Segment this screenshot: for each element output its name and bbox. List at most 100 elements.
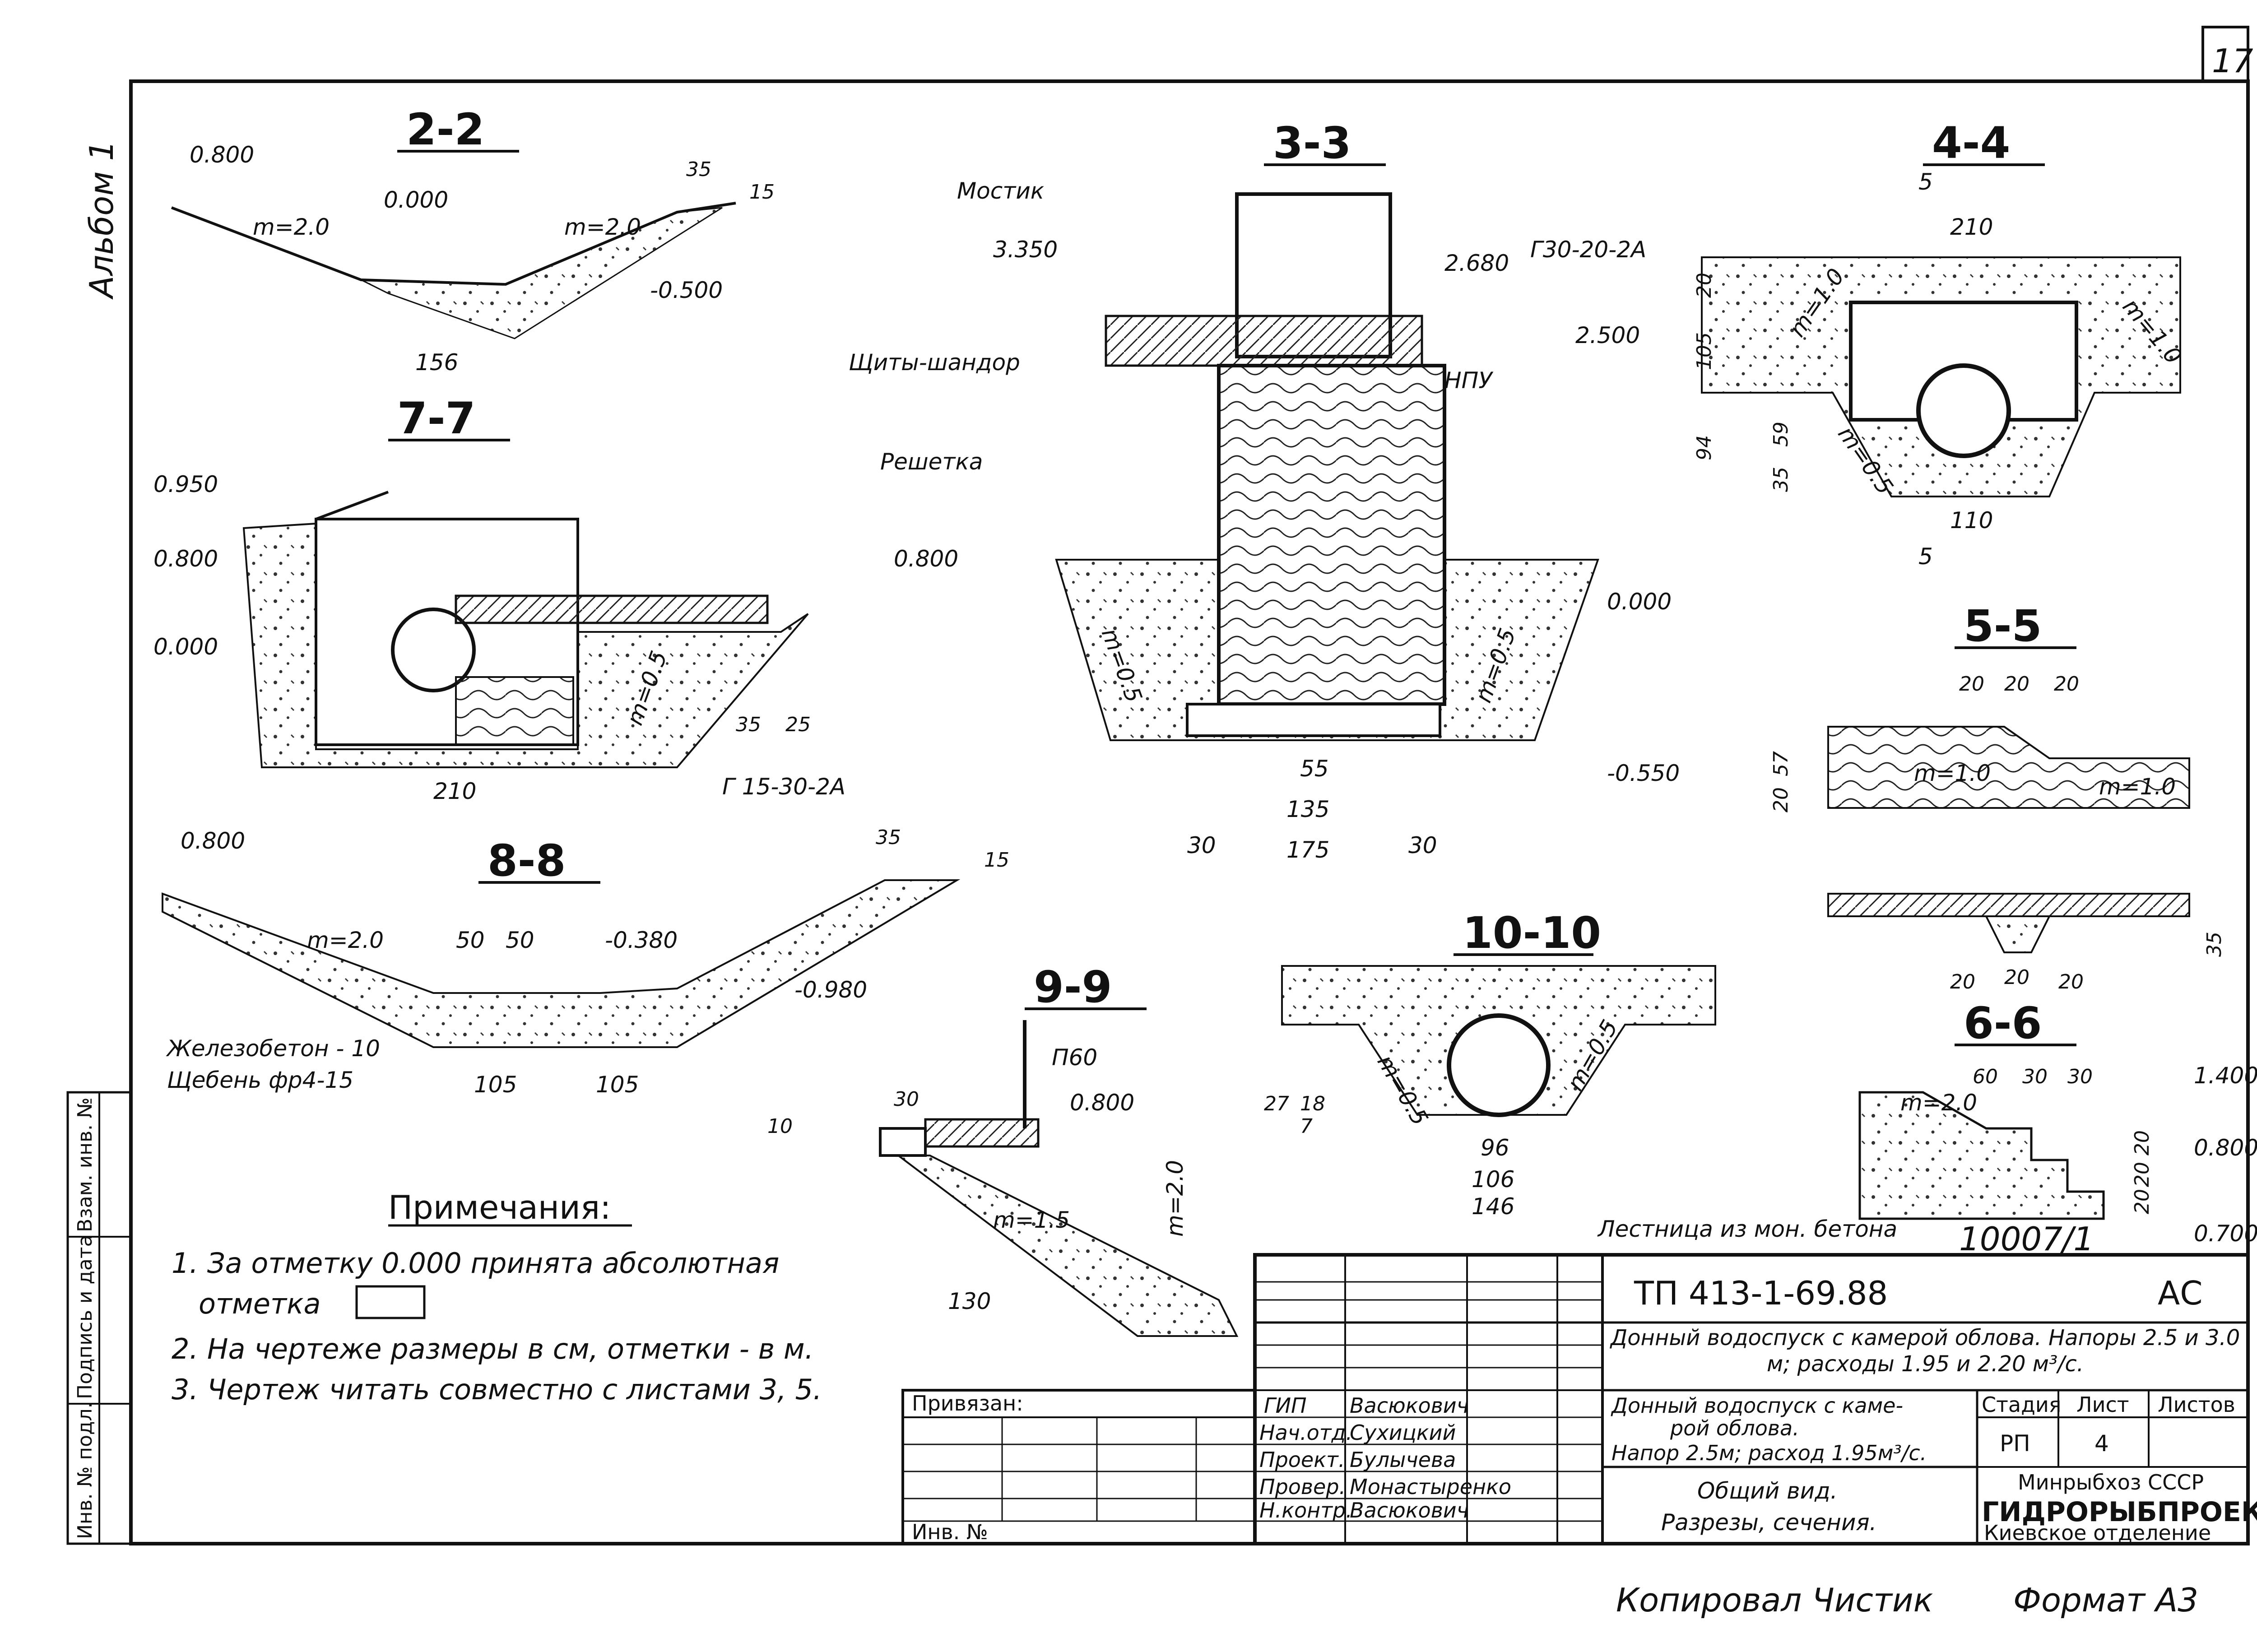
staff-role: Н.контр. bbox=[1259, 1498, 1352, 1522]
dim-label: 20 bbox=[2004, 673, 2029, 696]
dim-label: 15 bbox=[984, 849, 1009, 872]
elev-label: 2.680 bbox=[1444, 250, 1509, 276]
section-title: 4-4 bbox=[1932, 118, 2010, 168]
document-mark: АС bbox=[2158, 1274, 2203, 1312]
elev-label: 0.800 bbox=[2194, 1135, 2257, 1161]
slope-label: m=1.0 bbox=[1914, 760, 1991, 786]
dim-label: 20 bbox=[2131, 1189, 2154, 1214]
dim-label: 30 bbox=[1408, 832, 1437, 858]
dim-label: 106 bbox=[1472, 1166, 1514, 1193]
dim-label: 210 bbox=[433, 778, 476, 804]
dim-label: 20 bbox=[2131, 1130, 2154, 1155]
org-line: Минрыбхоз СССР bbox=[2018, 1470, 2204, 1494]
elev-label: -0.380 bbox=[605, 927, 678, 953]
dim-label: 30 bbox=[2067, 1065, 2093, 1088]
title-main-box: Донный водоспуск с камерой облова. Напор… bbox=[1610, 1325, 2240, 1377]
staff-name: Сухицкий bbox=[1350, 1420, 1456, 1445]
part-label: Г30-20-2А bbox=[1530, 237, 1646, 263]
dim-label: 105 bbox=[474, 1072, 517, 1098]
org-line: ГИДРОРЫБПРОЕКТ bbox=[1982, 1496, 2257, 1528]
section-mark: 5 bbox=[1918, 543, 1933, 570]
staff-name: Булычева bbox=[1350, 1448, 1456, 1472]
dim-label: 50 bbox=[506, 927, 534, 953]
sheet-name: Разрезы, сечения. bbox=[1661, 1509, 1876, 1536]
section-title: 10-10 bbox=[1463, 908, 1601, 958]
dim-label: 30 bbox=[1187, 832, 1216, 858]
notes-heading: Примечания: bbox=[388, 1188, 611, 1226]
section-4-4: 4-4 5 210 20 105 m=1.0 m=1.0 94 59 35 m=… bbox=[1693, 118, 2187, 570]
slope-label: m=2.0 bbox=[253, 214, 330, 240]
notes: Примечания: 1. За отметку 0.000 принята … bbox=[172, 1188, 822, 1406]
document-code: ТП 413-1-69.88 bbox=[1634, 1274, 1888, 1312]
dim-label: 20 bbox=[1693, 273, 1716, 298]
dim-label: 15 bbox=[749, 181, 775, 204]
dim-label: 50 bbox=[456, 927, 485, 953]
dim-label: 130 bbox=[948, 1288, 991, 1314]
staff-role: ГИП bbox=[1264, 1393, 1307, 1418]
dim-label: 20 bbox=[1950, 970, 1975, 993]
section-title: 5-5 bbox=[1964, 601, 2042, 651]
dim-label: 156 bbox=[415, 349, 458, 376]
title-main: Донный водоспуск с камерой облова. Напор… bbox=[1610, 1325, 2240, 1377]
note-item: 2. На чертеже размеры в см, отметки - в … bbox=[172, 1332, 813, 1365]
dim-label: 25 bbox=[785, 713, 811, 736]
dim-label: 20 bbox=[2058, 970, 2084, 993]
stage-value: РП bbox=[2000, 1430, 2030, 1457]
section-title: 2-2 bbox=[406, 104, 484, 155]
legend-item: Железобетон - 10 bbox=[166, 1035, 380, 1062]
dim-label: 10 bbox=[767, 1115, 793, 1138]
section-2-2: 2-2 0.800 0.000 m=2.0 m=2.0 35 15 -0.500… bbox=[171, 104, 775, 376]
dim-label: 60 bbox=[1973, 1065, 1998, 1088]
slope-label: m=1.5 bbox=[993, 1207, 1070, 1233]
elev-label: 0.700 bbox=[2194, 1220, 2257, 1247]
section-6-6: 6-6 60 30 30 m=2.0 1.400 20 0.800 20 20 … bbox=[1858, 998, 2257, 1247]
album-label: Альбом 1 bbox=[83, 140, 121, 300]
staff-role: Провер. bbox=[1259, 1475, 1346, 1499]
staff-name: Монастыренко bbox=[1350, 1475, 1511, 1499]
dim-label: 94 bbox=[1693, 435, 1716, 460]
note-item: 1. За отметку 0.000 принята абсолютная bbox=[172, 1247, 779, 1280]
dim-label: 18 bbox=[1300, 1092, 1325, 1115]
slope-label: m=1.0 bbox=[2099, 774, 2176, 800]
elevation-box bbox=[355, 1285, 426, 1319]
dim-label: 35 bbox=[876, 826, 901, 849]
dim-label: 55 bbox=[1300, 756, 1329, 782]
subtitle-line: Донный водоспуск с каме- bbox=[1611, 1393, 1903, 1418]
dim-label: 20 bbox=[2131, 1162, 2154, 1187]
section-3-3: 3-3 Мостик 3.350 Щиты-шандор Решетка 2.6… bbox=[849, 118, 1680, 863]
sheet-name: Общий вид. bbox=[1697, 1478, 1838, 1504]
elev-label: 0.000 bbox=[1607, 589, 1672, 615]
vzam-inv-label: Взам. инв. № bbox=[74, 1097, 97, 1232]
subtitle-line: рой облова. bbox=[1670, 1416, 1799, 1440]
dim-label: 27 bbox=[1264, 1092, 1289, 1115]
staff-role: Проект. bbox=[1259, 1448, 1345, 1472]
elev-label: -0.980 bbox=[794, 977, 867, 1003]
subtitle-line: Напор 2.5м; расход 1.95м³/с. bbox=[1611, 1441, 1927, 1465]
section-10-10: 10-10 m=0.5 m=0.5 27 7 18 96 106 146 Лес… bbox=[1264, 908, 1897, 1242]
callout: Щиты-шандор bbox=[849, 349, 1020, 376]
elev-label: -0.550 bbox=[1607, 760, 1680, 786]
section-7-7: 7-7 0.950 0.800 0.000 0.800 m=0.5 35 25 … bbox=[153, 393, 958, 804]
section-8-8: 8-8 0.800 m=2.0 50 50 -0.380 -0.980 35 1… bbox=[162, 826, 1009, 1098]
format-label: Формат А3 bbox=[2013, 1581, 2198, 1619]
section-title: 7-7 bbox=[397, 393, 475, 444]
dim-label: 20 bbox=[1959, 673, 1984, 696]
part-label: Г 15-30-2А bbox=[722, 774, 845, 800]
dim-label: 175 bbox=[1286, 837, 1329, 863]
elev-label: 0.800 bbox=[153, 546, 218, 572]
dim-label: 30 bbox=[894, 1088, 919, 1111]
stage-header: Лист bbox=[2076, 1392, 2129, 1417]
elev-label: 3.350 bbox=[993, 237, 1058, 263]
stage-header: Листов bbox=[2158, 1392, 2235, 1417]
dim-label: 105 bbox=[596, 1072, 639, 1098]
drawing-code: 10007/1 bbox=[1959, 1220, 2094, 1258]
dim-label: 35 bbox=[686, 158, 711, 181]
org-line: Киевское отделение bbox=[1984, 1521, 2211, 1545]
elev-label: НПУ bbox=[1444, 367, 1494, 394]
elev-label: 0.800 bbox=[894, 546, 958, 572]
note-item: 3. Чертеж читать совместно с листами 3, … bbox=[172, 1373, 822, 1406]
inv-no-label: Инв. № bbox=[912, 1520, 988, 1544]
section-title: 6-6 bbox=[1964, 998, 2042, 1049]
copied-by: Копировал Чистик bbox=[1616, 1581, 1933, 1619]
slope-label: m=2.0 bbox=[1900, 1090, 1977, 1116]
